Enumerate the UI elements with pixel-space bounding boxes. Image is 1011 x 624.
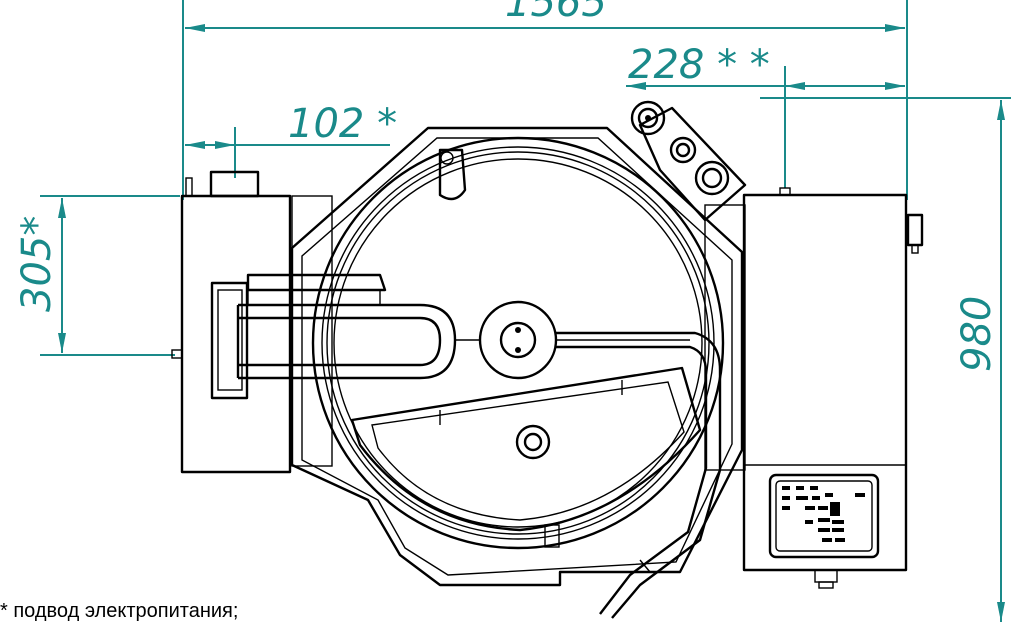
dim-total-width: 1565 <box>505 0 607 26</box>
valve-assembly <box>630 100 747 222</box>
lid-handle <box>236 273 690 380</box>
power-supply-note: * подвод электропитания; <box>0 600 239 622</box>
dimension-lines <box>40 0 1011 622</box>
dim-offset-left: 102 * <box>288 101 397 147</box>
drain-pipe <box>556 331 722 619</box>
vessel-lid <box>311 136 725 550</box>
vessel-housing <box>290 126 744 587</box>
dim-left-height: 305* <box>14 216 60 312</box>
control-panel <box>768 473 880 559</box>
right-control-cabinet <box>742 187 924 589</box>
dim-offset-right: 228 * * <box>628 42 770 88</box>
dim-total-depth: 980 <box>954 296 1000 372</box>
left-cabinet <box>171 170 292 474</box>
